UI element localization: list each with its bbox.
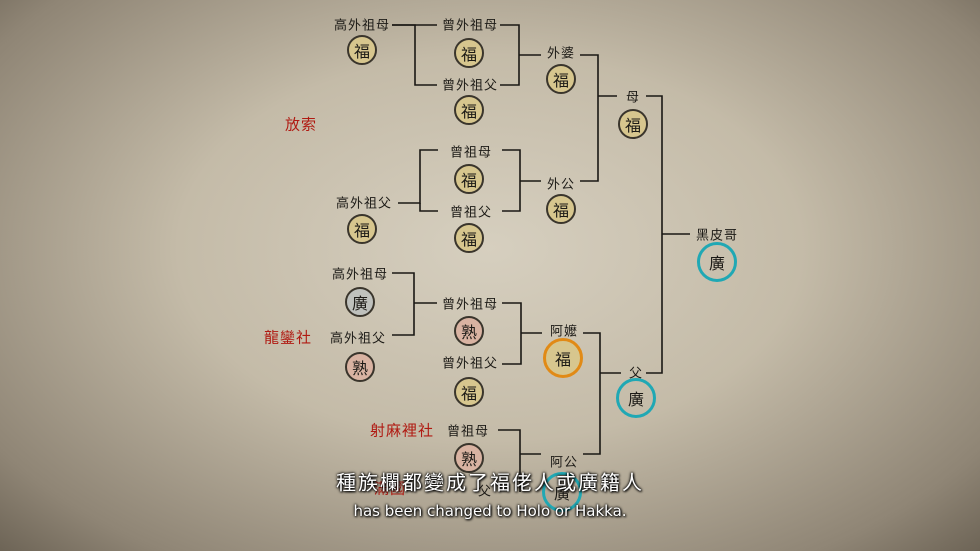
subtitle-english: has been changed to Holo or Hakka. — [353, 502, 627, 520]
label-great-great-grandmother-1: 高外祖母 — [333, 18, 391, 34]
node-great-grandfather-2: 福 — [454, 223, 484, 253]
label-great-grandmother-1: 曾外祖母 — [441, 18, 499, 34]
node-maternal-grandfather: 福 — [546, 194, 576, 224]
node-great-grandmother-2: 福 — [454, 164, 484, 194]
node-paternal-grandfather: 廣 — [542, 472, 582, 512]
label-maternal-grandfather: 外公 — [546, 177, 576, 193]
node-maternal-grandmother: 福 — [546, 64, 576, 94]
node-self: 廣 — [697, 242, 737, 282]
label-paternal-grandmother: 阿嬤 — [549, 324, 579, 340]
node-great-great-grandmother-2: 廣 — [345, 287, 375, 317]
label-great-great-grandfather-2: 高外祖父 — [329, 331, 387, 347]
node-mother: 福 — [618, 109, 648, 139]
label-great-grandfather-3: 曾外祖父 — [441, 356, 499, 372]
node-great-great-grandfather-1: 福 — [347, 214, 377, 244]
label-great-grandmother-3: 曾外祖母 — [441, 297, 499, 313]
label-great-grandfather-2: 曾祖父 — [449, 205, 493, 221]
node-great-grandmother-4: 熟 — [454, 443, 484, 473]
node-paternal-grandmother: 福 — [543, 338, 583, 378]
node-father: 廣 — [616, 378, 656, 418]
label-great-grandfather-1: 曾外祖父 — [441, 78, 499, 94]
node-great-grandfather-3: 福 — [454, 377, 484, 407]
node-great-grandmother-3: 熟 — [454, 316, 484, 346]
label-paternal-grandfather: 阿公 — [549, 455, 579, 471]
node-great-grandmother-1: 福 — [454, 38, 484, 68]
label-mother: 母 — [625, 90, 641, 106]
node-great-great-grandfather-2: 熟 — [345, 352, 375, 382]
label-great-grandfather-4-partial: 父 — [477, 484, 493, 500]
label-great-great-grandmother-2: 高外祖母 — [331, 267, 389, 283]
node-great-great-grandmother-1: 福 — [347, 35, 377, 65]
label-self: 黑皮哥 — [695, 228, 739, 244]
place-fangsuo: 放索 — [284, 115, 318, 134]
place-partial: 滿國 — [373, 479, 407, 498]
label-maternal-grandmother: 外婆 — [546, 46, 576, 62]
label-great-grandmother-4: 曾祖母 — [446, 424, 490, 440]
label-father: 父 — [628, 366, 644, 382]
node-great-grandfather-1: 福 — [454, 95, 484, 125]
label-great-grandmother-2: 曾祖母 — [449, 145, 493, 161]
place-longluan: 龍鑾社 — [263, 328, 313, 347]
place-shemalisheng: 射麻裡社 — [369, 421, 435, 440]
label-great-great-grandfather-1: 高外祖父 — [335, 196, 393, 212]
subtitle-chinese: 種族欄都變成了福佬人或廣籍人 — [336, 470, 644, 495]
